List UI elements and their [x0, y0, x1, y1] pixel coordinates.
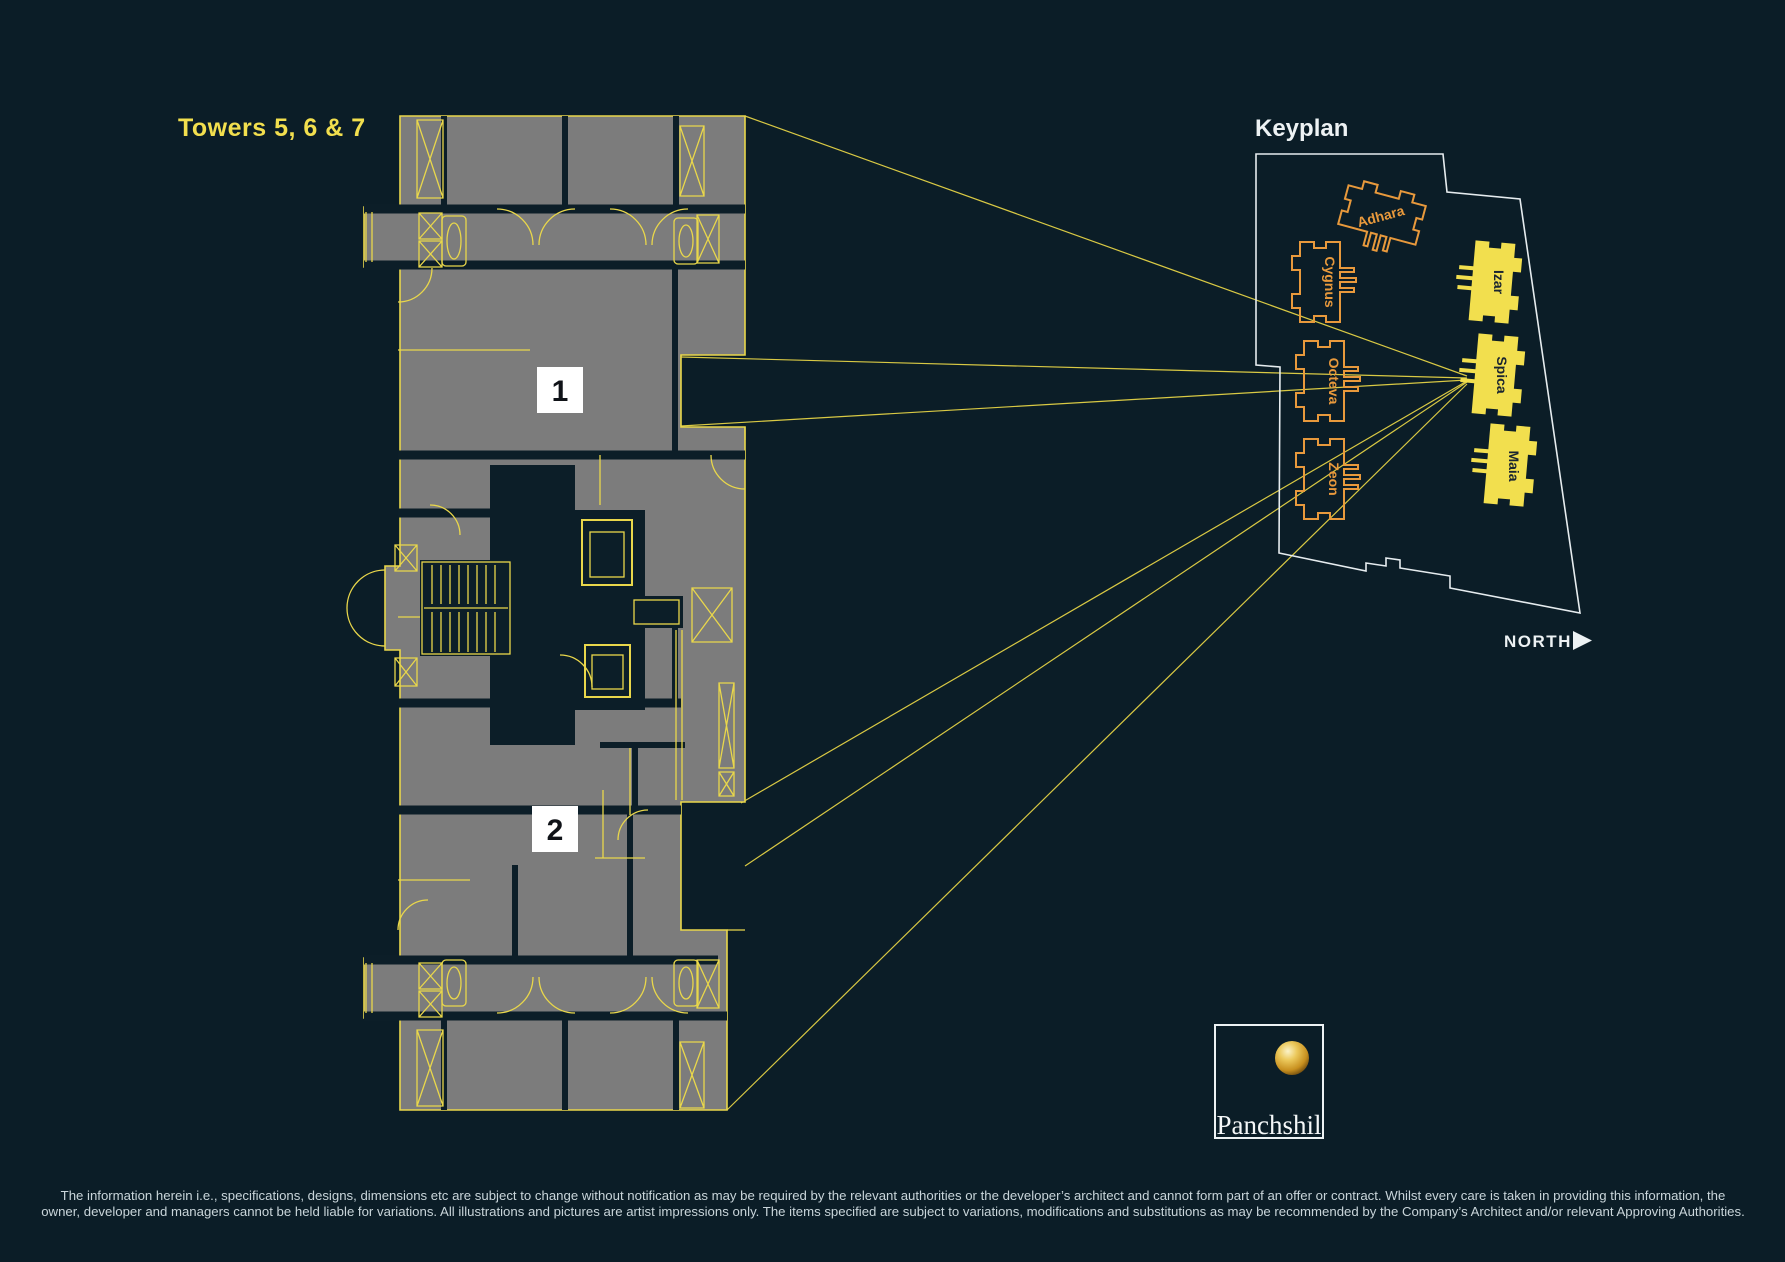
floorplan-bathtubs: [441, 215, 699, 1007]
building-label: Izar: [1491, 270, 1507, 295]
building-label: Zeon: [1326, 462, 1342, 495]
floorplan-core: [346, 465, 683, 745]
unit-number: 1: [552, 375, 569, 408]
disclaimer: The information herein i.e., specificati…: [41, 1188, 1745, 1219]
disclaimer-line1: The information herein i.e., specificati…: [61, 1188, 1726, 1203]
building-label: Spica: [1494, 356, 1510, 394]
disclaimer-line2: owner, developer and managers cannot be …: [41, 1204, 1745, 1219]
keyplan-building-cygnus: Cygnus: [1291, 241, 1357, 323]
building-label: Cygnus: [1322, 256, 1338, 308]
building-label: Maia: [1506, 450, 1522, 481]
north-arrow-icon: [1573, 631, 1592, 650]
elevator-shaft-1: [581, 519, 633, 586]
floorplan-doors: [397, 208, 746, 1014]
floor-plan: 1 2: [346, 115, 746, 1111]
bathtub: [673, 959, 699, 1007]
keyplan-building-maia: Maia: [1467, 422, 1539, 508]
staircase: [346, 560, 512, 656]
logo-frame: [1214, 1024, 1324, 1139]
keyplan-building-adhara: Adhara: [1333, 176, 1429, 262]
bathtub: [441, 215, 467, 267]
keyplan-building-zeon: Zeon: [1295, 438, 1361, 520]
bathtub: [441, 959, 467, 1007]
keyplan-building-spica: Spica: [1455, 332, 1527, 418]
north-indicator: NORTH: [1504, 631, 1592, 651]
logo-sphere-icon: [1275, 1041, 1309, 1075]
keyplan-building-izar: Izar: [1452, 239, 1524, 325]
building-label: Octeva: [1326, 358, 1342, 405]
keyplan-building-octeva: Octeva: [1295, 340, 1361, 422]
projection-lines: [680, 115, 1468, 1111]
north-label: NORTH: [1504, 632, 1572, 651]
logo-wordmark: Panchshil: [1217, 1110, 1322, 1140]
unit-badge-2: 2: [532, 806, 578, 852]
unit-badge-1: 1: [537, 367, 583, 413]
page-title: Towers 5, 6 & 7: [178, 114, 366, 142]
keyplan-title: Keyplan: [1255, 115, 1348, 142]
unit-number: 2: [547, 814, 564, 847]
brand-logo: Panchshil: [1214, 1024, 1324, 1140]
elevator-shaft-2: [584, 644, 631, 698]
keyplan: Keyplan Adhara Cygnus Octeva Zeon Izar S…: [1255, 115, 1592, 651]
keyplan-boundary: [1255, 153, 1581, 614]
building-label: Adhara: [1355, 202, 1406, 230]
bathtub: [673, 217, 699, 265]
